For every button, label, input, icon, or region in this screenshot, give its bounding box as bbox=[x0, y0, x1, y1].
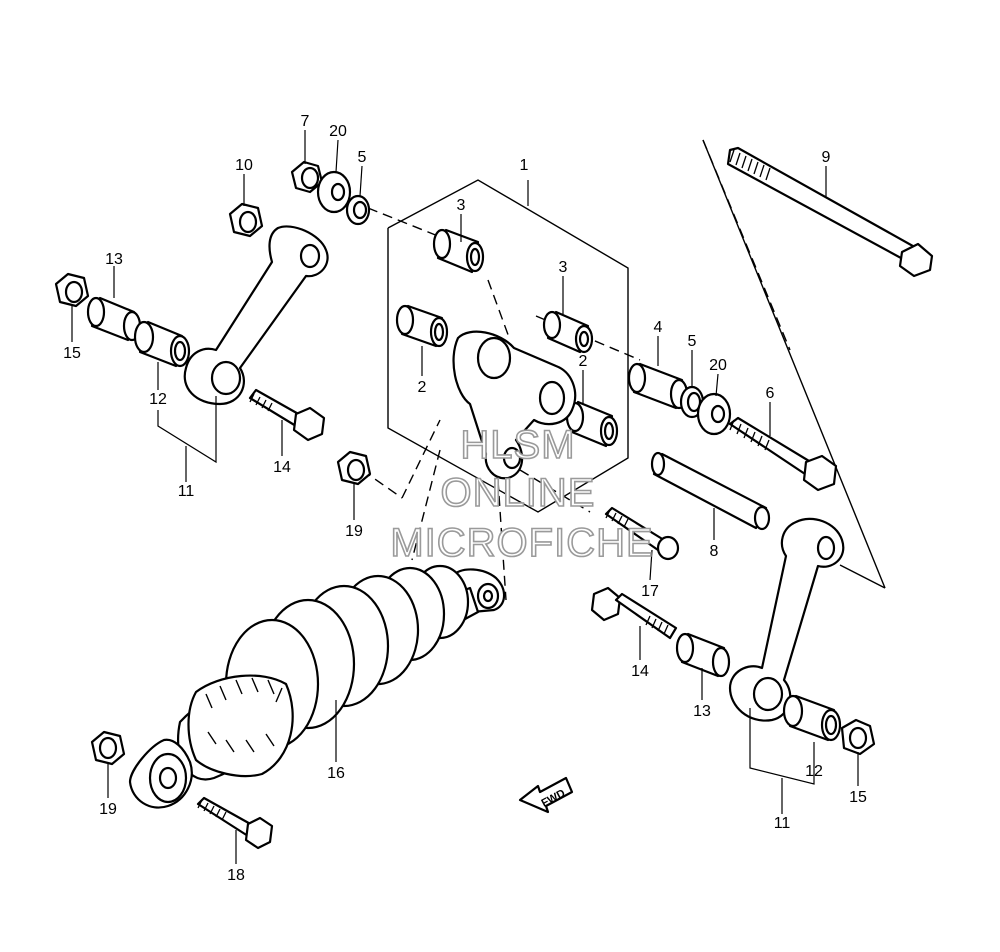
callout-part-15-left: 15 bbox=[63, 345, 81, 362]
callout-part-15-right: 15 bbox=[849, 789, 867, 806]
callout-part-19-bottom: 19 bbox=[99, 801, 117, 818]
collar-part-13-right[interactable] bbox=[675, 632, 731, 678]
callout-part-18: 18 bbox=[227, 867, 245, 884]
link-rod-right[interactable] bbox=[728, 517, 845, 722]
pipe-part-8[interactable] bbox=[650, 451, 771, 531]
callout-part-5-left: 5 bbox=[358, 149, 367, 166]
callout-part-17: 17 bbox=[641, 583, 659, 600]
bearing-part-12-left[interactable] bbox=[133, 320, 191, 368]
callout-part-14-left: 14 bbox=[273, 459, 291, 476]
fwd-arrow-icon: FWD bbox=[518, 776, 574, 814]
watermark-line-3: MICROFICHE bbox=[390, 521, 653, 565]
callout-part-20-right: 20 bbox=[709, 357, 727, 374]
cushion-lever-assembly-frame bbox=[387, 179, 629, 513]
collar-part-4[interactable] bbox=[627, 362, 689, 410]
callout-part-3-right: 3 bbox=[559, 259, 568, 276]
bolt-part-17[interactable] bbox=[604, 506, 680, 561]
nut-part-19-bottom[interactable] bbox=[90, 730, 126, 766]
callout-part-1: 1 bbox=[520, 157, 529, 174]
bolt-part-18[interactable] bbox=[196, 796, 274, 850]
bearing-part-3-right[interactable] bbox=[542, 310, 594, 354]
callout-part-8: 8 bbox=[710, 543, 719, 560]
callout-part-16: 16 bbox=[327, 765, 345, 782]
callout-part-13-left: 13 bbox=[105, 251, 123, 268]
seal-part-5-left[interactable] bbox=[345, 194, 371, 226]
callout-part-12-left: 12 bbox=[149, 391, 167, 408]
nut-part-15-right[interactable] bbox=[840, 718, 876, 756]
callout-part-20-left: 20 bbox=[329, 123, 347, 140]
callout-numbers: 1 2 2 3 3 4 5 5 6 7 8 9 10 11 11 12 12 1… bbox=[63, 113, 867, 884]
nut-part-19-center[interactable] bbox=[336, 450, 372, 486]
callout-part-4: 4 bbox=[654, 319, 663, 336]
callout-part-5-right: 5 bbox=[688, 333, 697, 350]
rod-assembly-frame bbox=[702, 139, 886, 589]
callout-part-10: 10 bbox=[235, 157, 253, 174]
callout-part-14-right: 14 bbox=[631, 663, 649, 680]
washer-part-20-left[interactable] bbox=[316, 170, 352, 214]
callout-part-2-right: 2 bbox=[579, 353, 588, 370]
cushion-lever[interactable] bbox=[452, 330, 577, 480]
leader-lines bbox=[71, 130, 859, 864]
callout-part-12-right: 12 bbox=[805, 763, 823, 780]
collar-part-13-left[interactable] bbox=[86, 296, 142, 342]
bolt-part-14-left[interactable] bbox=[248, 388, 326, 442]
shock-absorber-part-16[interactable] bbox=[128, 564, 506, 809]
callout-part-19-center: 19 bbox=[345, 523, 363, 540]
watermark-line-1: HLSM bbox=[460, 423, 575, 467]
callout-part-3-upper: 3 bbox=[457, 197, 466, 214]
bearing-part-2-left[interactable] bbox=[395, 304, 449, 348]
callout-part-13-right: 13 bbox=[693, 703, 711, 720]
watermark-line-2: ONLINE bbox=[441, 471, 596, 515]
bolt-part-14-right[interactable] bbox=[590, 586, 678, 640]
callout-part-7: 7 bbox=[301, 113, 310, 130]
bearing-part-12-right[interactable] bbox=[782, 694, 842, 742]
bolt-part-6[interactable] bbox=[728, 416, 838, 492]
long-bolt-part-9[interactable] bbox=[726, 146, 934, 278]
watermark: HLSM ONLINE MICROFICHE bbox=[390, 422, 654, 566]
nut-part-7[interactable] bbox=[290, 160, 324, 194]
callout-part-6: 6 bbox=[766, 385, 775, 402]
callout-part-2-left: 2 bbox=[418, 379, 427, 396]
nut-part-10[interactable] bbox=[228, 202, 264, 238]
washer-part-20-right[interactable] bbox=[696, 392, 732, 436]
bearing-part-2-right[interactable] bbox=[565, 400, 619, 448]
callout-part-11-left: 11 bbox=[178, 483, 195, 500]
callout-part-9: 9 bbox=[822, 149, 831, 166]
nut-part-15-left[interactable] bbox=[54, 272, 90, 308]
callout-part-11-right: 11 bbox=[774, 815, 791, 832]
bearing-part-3-upper[interactable] bbox=[432, 228, 485, 274]
link-rod-left[interactable] bbox=[183, 225, 329, 406]
